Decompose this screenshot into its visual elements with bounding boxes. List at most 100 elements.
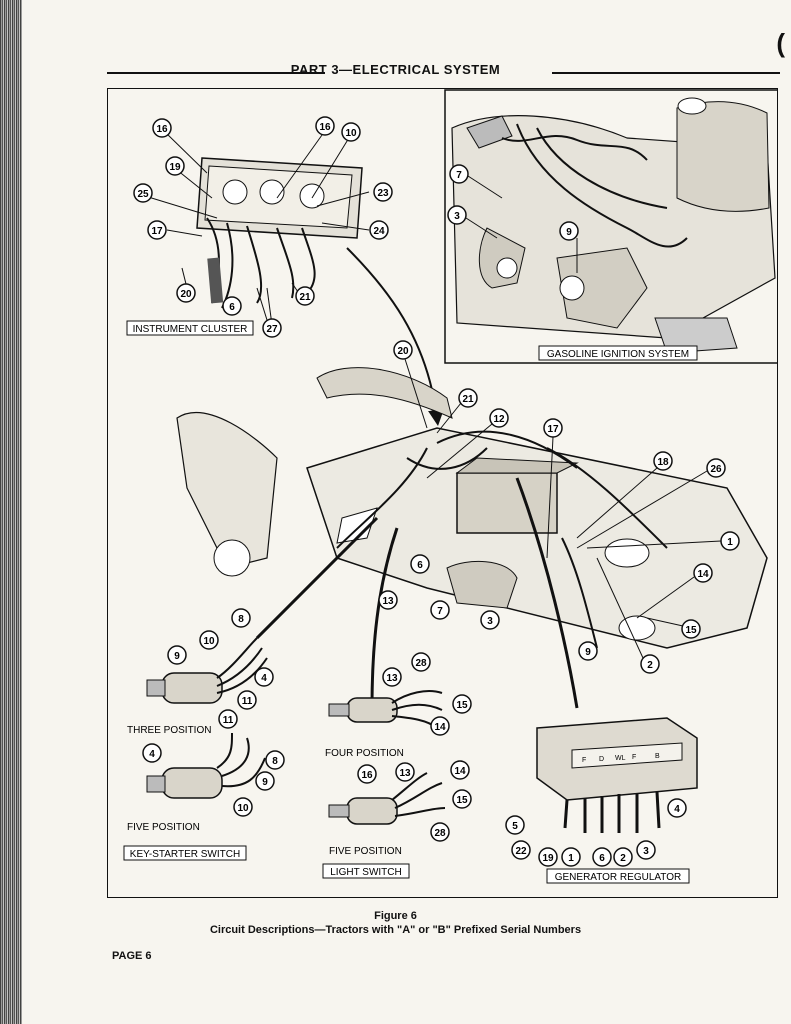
callout-l5-15: 15 [452, 789, 472, 809]
callout-gr-1: 1 [561, 847, 581, 867]
callout-k5-9: 9 [255, 771, 275, 791]
gasoline-ignition-panel [444, 89, 778, 364]
scan-binding-edge [0, 0, 22, 1024]
svg-text:9: 9 [566, 227, 572, 238]
svg-text:21: 21 [462, 394, 474, 405]
callout-ic-21: 21 [295, 286, 315, 306]
callout-ks-9: 9 [167, 645, 187, 665]
svg-text:15: 15 [456, 700, 468, 711]
svg-text:28: 28 [415, 658, 427, 669]
callout-gr-5: 5 [505, 815, 525, 835]
key-switch-three-drawing [146, 637, 268, 704]
svg-text:6: 6 [229, 302, 235, 313]
callout-ic-6: 6 [222, 296, 242, 316]
figure-frame [107, 88, 778, 898]
callout-tr-3: 3 [480, 610, 500, 630]
svg-text:LIGHT SWITCH: LIGHT SWITCH [330, 867, 401, 878]
light-switch-five-drawing [328, 772, 446, 825]
callout-tr-17: 17 [543, 418, 563, 438]
callout-tr-21: 21 [458, 388, 478, 408]
radiator-cap [677, 97, 707, 115]
callout-gi-3: 3 [447, 205, 467, 225]
coil-box-shape [466, 115, 513, 149]
page-number: PAGE 6 [112, 950, 152, 962]
callout-ic-20: 20 [176, 283, 196, 303]
terminal-wl: WL [615, 755, 626, 762]
light-switch-four-drawing [328, 690, 443, 729]
svg-text:5: 5 [512, 821, 518, 832]
callout-k5-8: 8 [265, 750, 285, 770]
header-rule-left [107, 72, 325, 74]
label-gasoline-ignition: GASOLINE IGNITION SYSTEM [538, 345, 698, 361]
svg-text:14: 14 [434, 722, 446, 733]
svg-text:6: 6 [599, 853, 605, 864]
callout-ic-24: 24 [369, 220, 389, 240]
callout-tr-15: 15 [681, 619, 701, 639]
callout-gr-22: 22 [511, 840, 531, 860]
svg-text:22: 22 [515, 846, 527, 857]
callout-ls-13: 13 [382, 667, 402, 687]
callout-ks-11: 11 [237, 690, 257, 710]
callout-ic-10: 10 [341, 122, 361, 142]
svg-text:7: 7 [456, 170, 462, 181]
svg-text:4: 4 [674, 804, 680, 815]
svg-text:1: 1 [727, 537, 733, 548]
svg-text:4: 4 [261, 673, 267, 684]
wiring-diagram: 16 19 25 17 16 10 23 24 20 6 27 21 INSTR… [123, 89, 778, 884]
callout-l5-16: 16 [357, 764, 377, 784]
header-rule-right [552, 72, 780, 74]
generator-regulator-drawing: F D WL F B [536, 717, 698, 833]
svg-text:13: 13 [382, 596, 394, 607]
radiator-tank-shape [676, 101, 770, 212]
callout-gr-6: 6 [592, 847, 612, 867]
svg-text:8: 8 [238, 614, 244, 625]
callout-l5-14: 14 [450, 760, 470, 780]
svg-text:13: 13 [386, 673, 398, 684]
instrument-cluster-drawing [196, 157, 363, 309]
fender-shape [176, 412, 278, 569]
callout-tr-12: 12 [489, 408, 509, 428]
distributor-shape [556, 247, 648, 329]
tractor-body-drawing [176, 367, 768, 649]
starter-shape [446, 560, 518, 609]
svg-text:13: 13 [399, 768, 411, 779]
callout-ls-15: 15 [452, 694, 472, 714]
callout-tr-7: 7 [430, 600, 450, 620]
svg-text:15: 15 [456, 795, 468, 806]
svg-text:KEY-STARTER SWITCH: KEY-STARTER SWITCH [130, 849, 240, 860]
callout-gr-3: 3 [636, 840, 656, 860]
svg-text:21: 21 [299, 292, 311, 303]
svg-text:19: 19 [169, 162, 181, 173]
label-generator-regulator: GENERATOR REGULATOR [546, 868, 690, 884]
svg-text:17: 17 [151, 226, 163, 237]
svg-text:9: 9 [262, 777, 268, 788]
svg-text:26: 26 [710, 464, 722, 475]
svg-text:10: 10 [203, 636, 215, 647]
svg-text:19: 19 [542, 853, 554, 864]
callout-ic-25: 25 [133, 183, 153, 203]
figure-number: Figure 6 [374, 910, 417, 922]
svg-text:16: 16 [156, 124, 168, 135]
callout-ls-28: 28 [411, 652, 431, 672]
svg-text:24: 24 [373, 226, 385, 237]
label-key-starter-switch: KEY-STARTER SWITCH [123, 845, 247, 861]
svg-text:6: 6 [417, 560, 423, 571]
callout-tr-2: 2 [640, 654, 660, 674]
callout-gi-9: 9 [559, 221, 579, 241]
callout-l5-28: 28 [430, 822, 450, 842]
svg-text:15: 15 [685, 625, 697, 636]
callout-tr-1: 1 [720, 531, 740, 551]
svg-text:9: 9 [585, 647, 591, 658]
svg-text:10: 10 [345, 128, 357, 139]
svg-text:3: 3 [454, 211, 460, 222]
svg-text:4: 4 [149, 749, 155, 760]
svg-text:11: 11 [223, 715, 234, 726]
svg-text:10: 10 [237, 803, 249, 814]
label-five-position-light: FIVE POSITION [329, 846, 402, 857]
callout-gr-19: 19 [538, 847, 558, 867]
callout-gi-7: 7 [449, 164, 469, 184]
svg-text:12: 12 [493, 414, 505, 425]
svg-text:2: 2 [620, 853, 626, 864]
callout-tr-26: 26 [706, 458, 726, 478]
svg-text:18: 18 [657, 457, 669, 468]
